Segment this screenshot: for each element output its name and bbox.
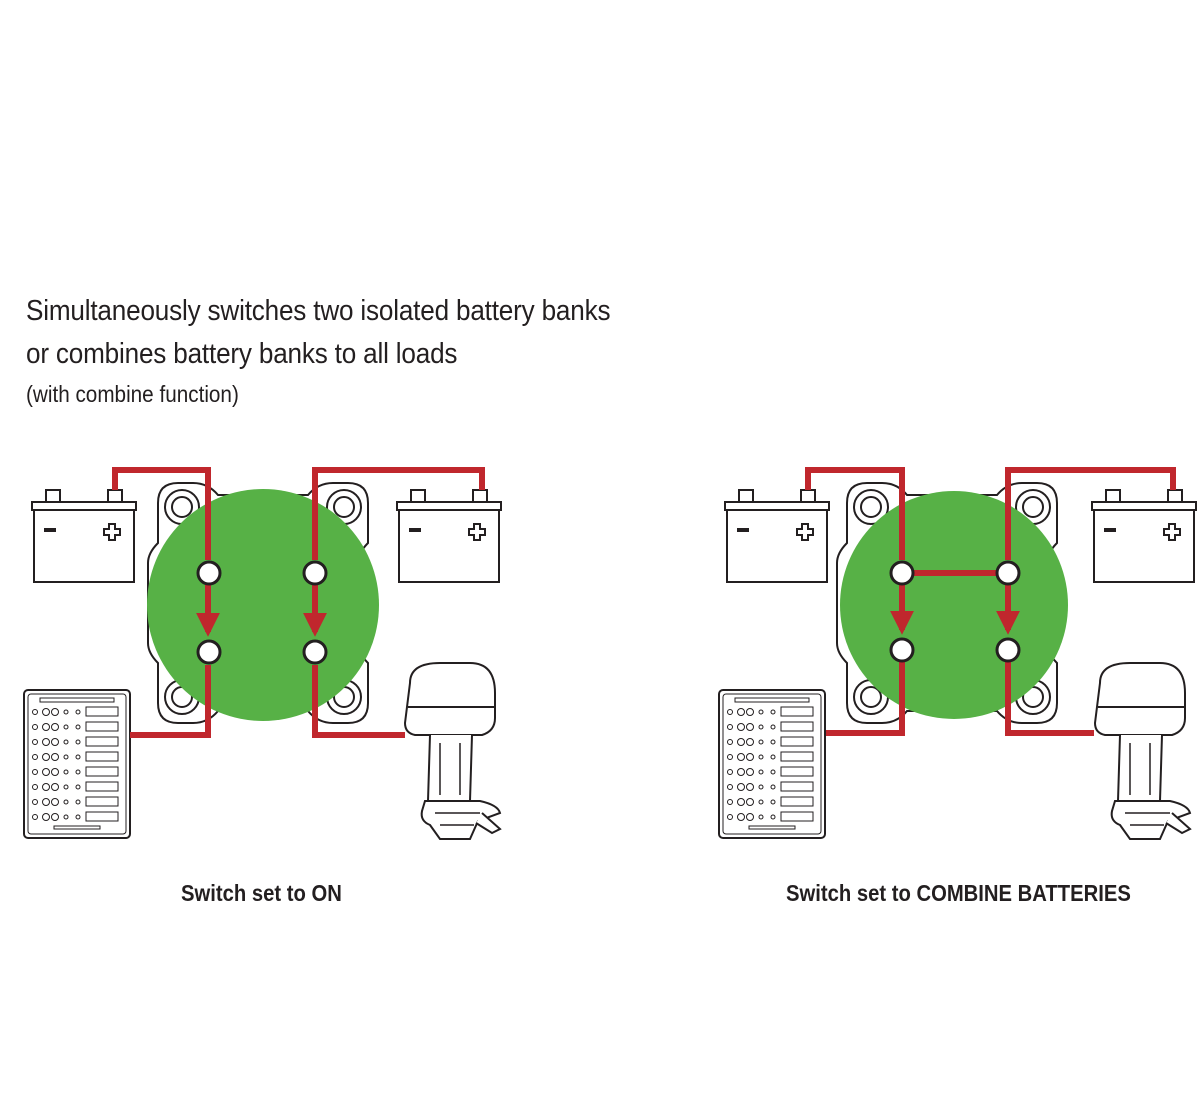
terminal-top-right — [302, 560, 328, 586]
outboard-motor-icon — [404, 662, 501, 840]
headline-line-2: or combines battery banks to all loads — [26, 338, 458, 370]
terminal-bottom-right — [302, 639, 328, 665]
wire-battery-2 — [312, 467, 485, 560]
headline: Simultaneously switches two isolated bat… — [26, 290, 675, 412]
wire-panel — [826, 662, 905, 736]
wire-battery-1 — [805, 467, 905, 560]
wire-panel — [130, 665, 211, 738]
battery-1-icon — [724, 489, 830, 583]
headline-line-1: Simultaneously switches two isolated bat… — [26, 295, 611, 327]
terminal-bottom-right — [995, 637, 1021, 663]
wires — [112, 467, 485, 738]
diagram-on — [24, 467, 502, 840]
terminals — [889, 560, 1021, 663]
terminal-top-left — [889, 560, 915, 586]
terminal-bottom-left — [196, 639, 222, 665]
terminals — [196, 560, 328, 665]
circuit-panel-icon — [719, 690, 825, 838]
caption-switch-on: Switch set to ON — [181, 880, 342, 906]
wire-battery-2 — [1005, 467, 1176, 560]
terminal-top-left — [196, 560, 222, 586]
battery-2-icon — [1091, 489, 1197, 583]
terminal-bottom-left — [889, 637, 915, 663]
wire-battery-1 — [112, 467, 211, 560]
diagram-combine — [719, 467, 1197, 840]
switch-face — [840, 491, 1068, 719]
battery-2-icon — [396, 489, 502, 583]
terminal-top-right — [995, 560, 1021, 586]
headline-line-3: (with combine function) — [26, 381, 239, 407]
battery-1-icon — [31, 489, 137, 583]
outboard-motor-icon — [1094, 662, 1191, 840]
wire-motor — [1005, 662, 1094, 736]
switch-face — [147, 489, 379, 721]
wires — [805, 467, 1176, 736]
caption-switch-combine: Switch set to COMBINE BATTERIES — [786, 880, 1131, 906]
wire-motor — [312, 665, 405, 738]
circuit-panel-icon — [24, 690, 130, 838]
